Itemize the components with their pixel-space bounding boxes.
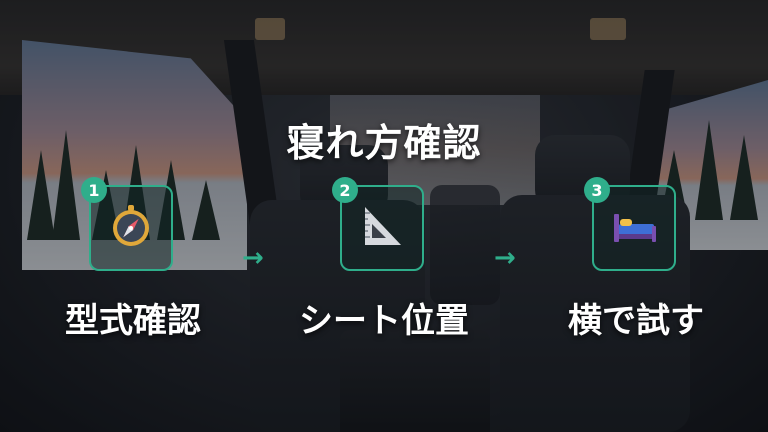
step-card: 2 — [332, 177, 424, 271]
triangular-ruler-icon — [359, 203, 405, 253]
rear-seat — [430, 185, 500, 305]
bed-icon — [610, 204, 658, 252]
step-card: 3 — [584, 177, 676, 271]
arrow-right-icon: → — [242, 243, 264, 273]
step-label: 型式確認 — [65, 301, 201, 341]
step-label: 横で試す — [568, 301, 704, 341]
page-title: 寝れ方確認 — [286, 121, 482, 165]
roof-light — [590, 18, 626, 40]
arrow-right-icon: → — [494, 243, 516, 273]
center-console — [340, 330, 490, 432]
step-number-badge: 2 — [332, 177, 358, 203]
step-number-badge: 1 — [81, 177, 107, 203]
roof-light — [255, 18, 285, 40]
right-window — [650, 80, 768, 250]
step-card: 1 — [81, 177, 173, 271]
step-label: シート位置 — [299, 301, 469, 341]
compass-icon — [109, 204, 153, 252]
step-number-badge: 3 — [584, 177, 610, 203]
